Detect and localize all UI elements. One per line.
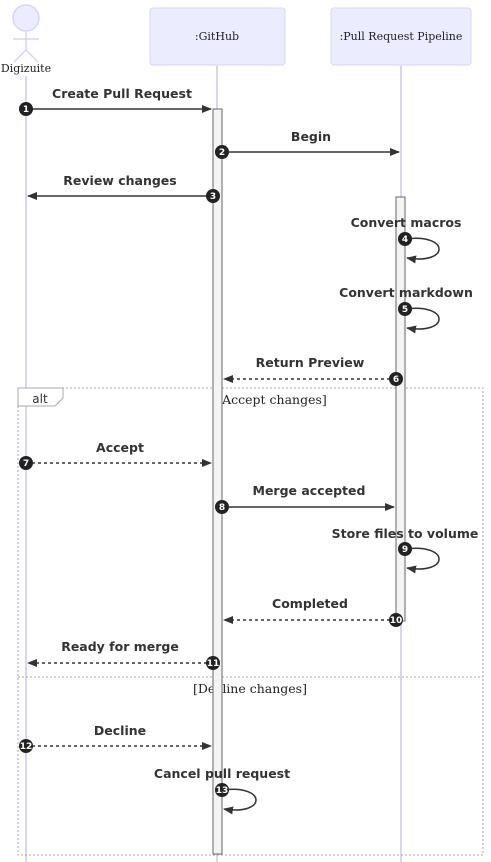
message-label: Cancel pull request xyxy=(154,766,290,781)
sequence-badge xyxy=(206,189,220,203)
participant-label-github: :GitHub xyxy=(195,30,239,43)
sequence-badge xyxy=(389,372,403,386)
message-label: Begin xyxy=(291,129,331,144)
message-label: Store files to volume xyxy=(332,526,479,541)
message-label: Accept xyxy=(96,440,144,455)
message-9: Store files to volume 9 xyxy=(332,526,479,574)
sequence-number: 2 xyxy=(219,148,225,158)
sequence-number: 5 xyxy=(402,305,408,315)
alt-label: alt xyxy=(32,392,48,406)
actor-leg-right xyxy=(25,49,39,63)
message-arrow xyxy=(404,237,440,264)
message-label: Completed xyxy=(272,596,348,611)
alt-condition-accept: [Accept changes] xyxy=(217,392,327,407)
sequence-badge xyxy=(389,613,403,627)
sequence-number: 11 xyxy=(207,659,220,669)
message-4: Convert macros 4 xyxy=(351,215,462,264)
message-label: Create Pull Request xyxy=(52,86,192,101)
activation-github xyxy=(212,108,223,855)
alt-condition-decline: [Decline changes] xyxy=(193,681,307,696)
message-label: Merge accepted xyxy=(253,483,366,498)
sequence-number: 6 xyxy=(393,375,399,385)
alt-label-box xyxy=(17,387,64,407)
message-12: Decline 12 xyxy=(19,723,212,753)
message-arrow xyxy=(404,307,440,334)
sequence-badge xyxy=(215,783,229,797)
message-label: Convert macros xyxy=(351,215,462,230)
sequence-number: 3 xyxy=(210,192,216,202)
message-5: Convert markdown 5 xyxy=(339,285,473,334)
alt-frame xyxy=(17,387,484,856)
participant-github: :GitHub xyxy=(149,7,286,66)
sequence-badge xyxy=(398,302,412,316)
participant-box-github xyxy=(149,7,286,66)
actor-digizuite: Digizuite xyxy=(1,4,51,75)
actor-leg-left xyxy=(13,49,27,63)
actor-head-icon xyxy=(12,4,40,32)
message-1: Create Pull Request 1 xyxy=(19,86,212,116)
message-10: Completed 10 xyxy=(223,596,403,627)
message-label: Decline xyxy=(94,723,146,738)
message-7: Accept 7 xyxy=(19,440,212,470)
participant-pipeline: :Pull Request Pipeline xyxy=(330,7,472,66)
message-6: Return Preview 6 xyxy=(223,355,403,386)
sequence-number: 9 xyxy=(402,545,408,555)
sequence-number: 13 xyxy=(216,786,229,796)
message-arrow xyxy=(221,788,257,815)
sequence-badge xyxy=(398,542,412,556)
message-13: Cancel pull request 13 xyxy=(154,766,290,815)
message-8: Merge accepted 8 xyxy=(215,483,395,514)
sequence-badge xyxy=(19,456,33,470)
sequence-badge xyxy=(19,102,33,116)
message-label: Return Preview xyxy=(256,355,365,370)
actor-label-digizuite: Digizuite xyxy=(1,62,51,75)
sequence-badge xyxy=(215,500,229,514)
sequence-number: 4 xyxy=(402,235,408,245)
message-arrow xyxy=(404,547,440,574)
participant-box-pipeline xyxy=(330,7,472,66)
sequence-number: 8 xyxy=(219,503,225,513)
sequence-badge xyxy=(19,739,33,753)
sequence-number: 12 xyxy=(20,742,33,752)
sequence-badge xyxy=(206,656,220,670)
sequence-badge xyxy=(398,232,412,246)
message-2: Begin 2 xyxy=(215,129,400,159)
message-label: Convert markdown xyxy=(339,285,473,300)
message-3: Review changes 3 xyxy=(27,173,220,203)
participant-label-pipeline: :Pull Request Pipeline xyxy=(340,30,463,43)
sequence-badge xyxy=(215,145,229,159)
message-label: Review changes xyxy=(63,173,176,188)
message-11: Ready for merge 11 xyxy=(27,639,220,670)
sequence-number: 7 xyxy=(23,459,29,469)
activation-pipeline xyxy=(395,196,406,622)
sequence-number: 10 xyxy=(390,616,403,626)
message-label: Ready for merge xyxy=(61,639,179,654)
sequence-number: 1 xyxy=(23,105,29,115)
